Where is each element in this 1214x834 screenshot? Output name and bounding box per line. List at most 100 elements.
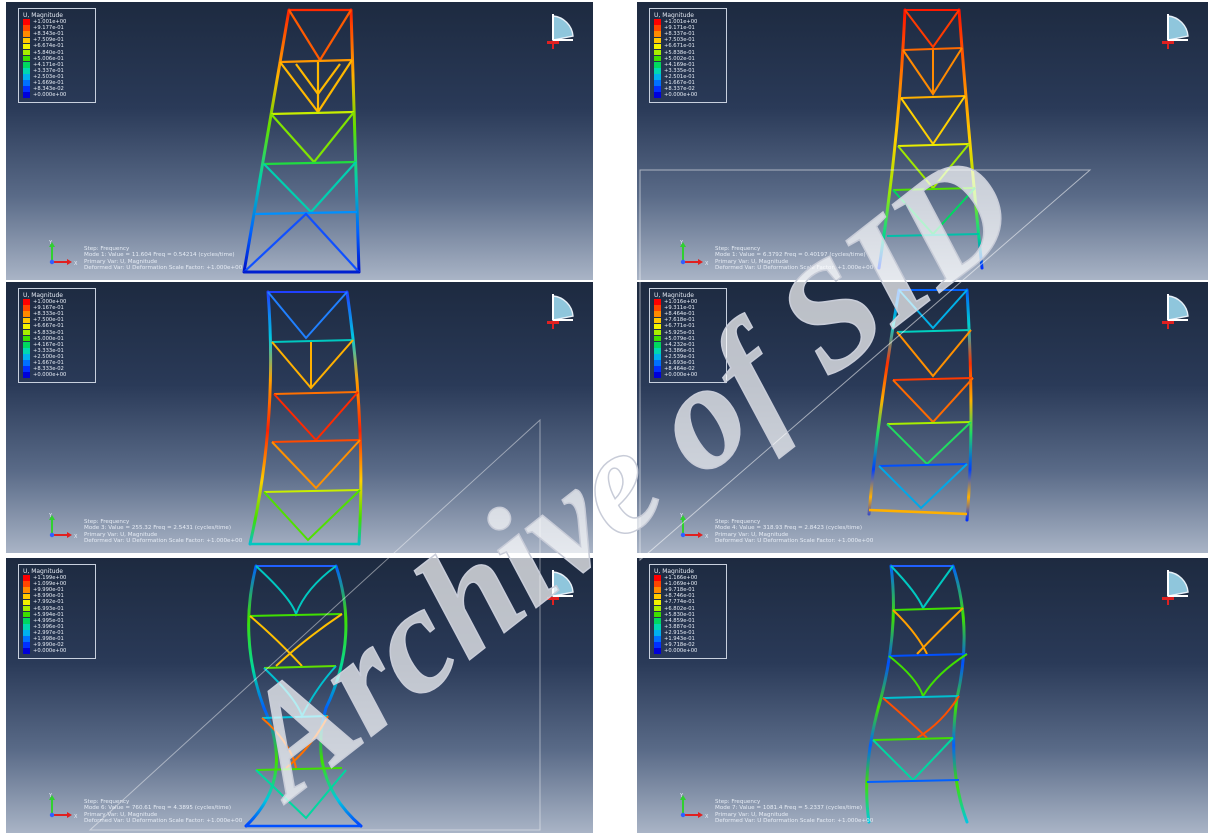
viewport-mode-7[interactable]: U, Magnitude+1.166e+00+1.069e+00+9.718e-… bbox=[637, 558, 1208, 833]
legend-value: +1.001e+00 bbox=[664, 19, 698, 26]
legend-value: +3.333e-01 bbox=[33, 347, 64, 354]
status-deformed: Deformed Var: U Deformation Scale Factor… bbox=[84, 265, 243, 272]
legend-value: +5.994e-01 bbox=[33, 611, 64, 618]
legend-value: +9.311e-01 bbox=[664, 305, 695, 312]
legend-entry: +8.343e-01 bbox=[23, 31, 91, 37]
legend-entry: +6.674e-01 bbox=[23, 43, 91, 49]
legend-entry: +8.337e-02 bbox=[654, 86, 722, 92]
legend-entry: +5.840e-01 bbox=[23, 49, 91, 56]
view-triad-icon[interactable] bbox=[1158, 290, 1192, 330]
legend-swatch bbox=[23, 360, 30, 366]
legend-value: +6.674e-01 bbox=[33, 43, 64, 50]
legend-value: +2.915e-01 bbox=[664, 629, 695, 636]
legend-value: +8.990e-01 bbox=[33, 593, 64, 600]
legend-swatch bbox=[654, 648, 661, 654]
legend-entry: +3.337e-01 bbox=[23, 68, 91, 74]
legend-swatch bbox=[23, 323, 30, 330]
viewport-mode-1[interactable]: U, Magnitude+1.001e+00+9.177e-01+8.343e-… bbox=[6, 2, 593, 280]
legend-entry: +5.833e-01 bbox=[23, 329, 91, 336]
legend-swatch bbox=[23, 55, 30, 62]
legend-value: +4.232e-01 bbox=[664, 341, 695, 348]
legend-value: +6.771e-01 bbox=[664, 323, 695, 330]
legend-entry: +6.671e-01 bbox=[654, 43, 722, 49]
view-triad-icon[interactable] bbox=[543, 10, 577, 50]
status-deformed: Deformed Var: U Deformation Scale Factor… bbox=[715, 265, 874, 272]
view-triad-icon[interactable] bbox=[543, 290, 577, 330]
legend-value: +3.386e-01 bbox=[664, 347, 695, 354]
legend-value: +4.171e-01 bbox=[33, 61, 64, 68]
legend-entry: +1.001e+00 bbox=[23, 19, 91, 25]
status-primary: Primary Var: U, Magnitude bbox=[84, 811, 158, 818]
viewport-mode-4[interactable]: U, Magnitude+1.016e+00+9.311e-01+8.464e-… bbox=[637, 282, 1208, 553]
legend-entry: +9.718e-02 bbox=[654, 642, 722, 648]
view-triad-icon[interactable] bbox=[543, 566, 577, 606]
legend-entry: +7.774e-01 bbox=[654, 599, 722, 605]
legend-entry: +8.333e-02 bbox=[23, 366, 91, 372]
legend-swatch bbox=[654, 55, 661, 62]
legend-swatch bbox=[23, 68, 30, 74]
view-triad-icon[interactable] bbox=[1158, 10, 1192, 50]
legend-swatch bbox=[23, 624, 30, 630]
status-step: Step: Frequency bbox=[84, 519, 130, 525]
legend-entry: +3.333e-01 bbox=[23, 348, 91, 354]
legend-entry: +8.337e-01 bbox=[654, 31, 722, 37]
legend-entry: +5.002e-01 bbox=[654, 56, 722, 62]
legend-swatch bbox=[23, 648, 30, 654]
legend-entry: +0.000e+00 bbox=[654, 372, 722, 378]
legend-entry: +0.000e+00 bbox=[654, 648, 722, 654]
legend-swatch bbox=[23, 372, 30, 378]
status-mode: Mode 3: Value = 255.32 Freq = 2.5431 (cy… bbox=[84, 525, 232, 532]
view-triad-icon[interactable] bbox=[1158, 566, 1192, 606]
legend-swatch bbox=[654, 25, 661, 31]
status-primary: Primary Var: U, Magnitude bbox=[84, 258, 158, 265]
legend-entry: +0.000e+00 bbox=[23, 92, 91, 98]
status-step: Step: Frequency bbox=[715, 799, 761, 805]
legend-entry: +7.503e-01 bbox=[654, 37, 722, 43]
legend-value: +2.503e-01 bbox=[33, 73, 64, 80]
contour-legend: U, Magnitude+1.001e+00+9.171e-01+8.337e-… bbox=[649, 8, 727, 104]
legend-entry: +5.994e-01 bbox=[23, 612, 91, 618]
legend-swatch bbox=[23, 74, 30, 80]
legend-entry: +8.333e-01 bbox=[23, 311, 91, 317]
legend-swatch bbox=[23, 31, 30, 38]
legend-value: +1.998e-01 bbox=[33, 635, 64, 642]
contour-legend: U, Magnitude+1.016e+00+9.311e-01+8.464e-… bbox=[649, 288, 727, 384]
legend-value: +2.500e-01 bbox=[33, 353, 64, 360]
legend-swatch bbox=[23, 617, 30, 624]
legend-swatch bbox=[654, 19, 661, 25]
legend-entry: +1.166e+00 bbox=[654, 575, 722, 581]
legend-swatch bbox=[654, 599, 661, 606]
legend-value: +0.000e+00 bbox=[664, 92, 698, 99]
viewport-mode-6[interactable]: U, Magnitude+1.199e+00+1.099e+00+9.990e-… bbox=[6, 558, 593, 833]
legend-entry: +5.000e-01 bbox=[23, 336, 91, 342]
legend-title: U, Magnitude bbox=[23, 292, 63, 299]
legend-entry: +9.718e-01 bbox=[654, 587, 722, 593]
legend-entry: +6.993e-01 bbox=[23, 605, 91, 612]
legend-entry: +8.990e-01 bbox=[23, 593, 91, 599]
legend-value: +0.000e+00 bbox=[33, 648, 67, 655]
legend-value: +5.002e-01 bbox=[664, 55, 695, 62]
legend-entry: +4.859e-01 bbox=[654, 618, 722, 624]
svg-text:X: X bbox=[705, 261, 709, 267]
legend-entry: +1.667e-01 bbox=[23, 360, 91, 366]
legend-swatch bbox=[23, 329, 30, 336]
viewport-mode-2[interactable]: U, Magnitude+1.001e+00+9.171e-01+8.337e-… bbox=[637, 2, 1208, 280]
legend-swatch bbox=[23, 37, 30, 44]
legend-value: +1.099e+00 bbox=[33, 581, 67, 588]
legend-entry: +6.667e-01 bbox=[23, 323, 91, 329]
svg-text:X: X bbox=[705, 814, 709, 820]
status-mode: Mode 1: Value = 6.3792 Freq = 0.40197 (c… bbox=[715, 252, 866, 259]
legend-swatch bbox=[654, 593, 661, 600]
legend-entry: +3.335e-01 bbox=[654, 68, 722, 74]
legend-swatch bbox=[23, 636, 30, 642]
legend-swatch bbox=[23, 341, 30, 348]
legend-value: +6.993e-01 bbox=[33, 605, 64, 612]
legend-swatch bbox=[654, 360, 661, 366]
legend-swatch bbox=[654, 323, 661, 330]
viewport-mode-3[interactable]: U, Magnitude+1.000e+00+9.167e-01+8.333e-… bbox=[6, 282, 593, 553]
legend-value: +1.000e+00 bbox=[33, 299, 67, 306]
legend-swatch bbox=[23, 366, 30, 372]
legend-value: +7.500e-01 bbox=[33, 317, 64, 324]
